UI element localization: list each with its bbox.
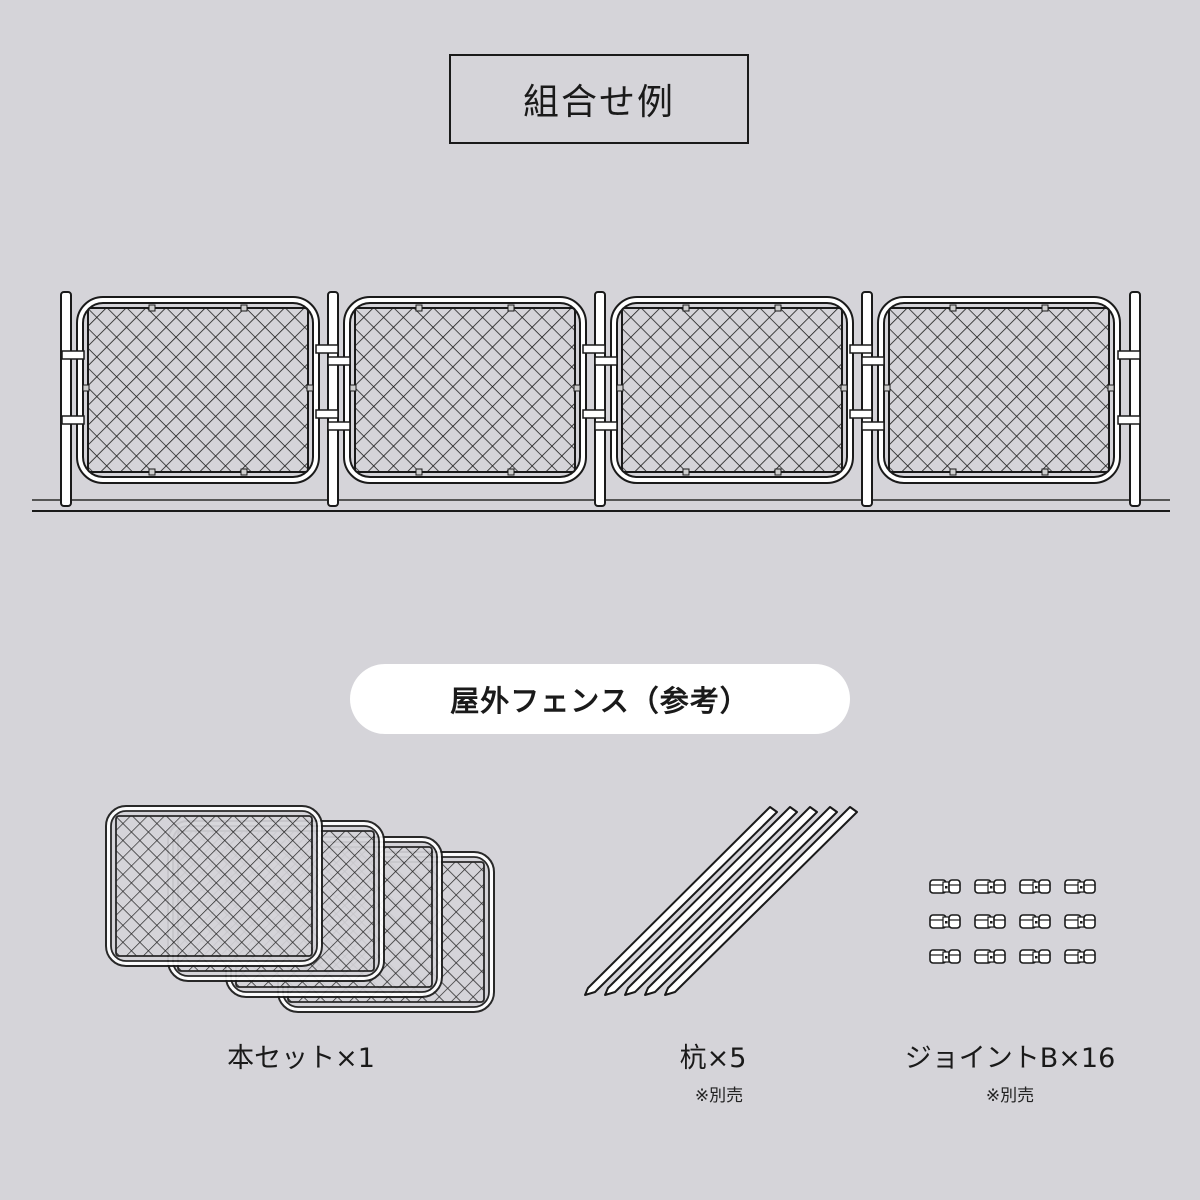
joint-b-label: ジョイントB×16 bbox=[904, 1043, 1116, 1074]
main-set-label: 本セット×1 bbox=[227, 1043, 375, 1074]
page-title-box: 組合せ例 bbox=[449, 54, 749, 144]
stakes-icon bbox=[584, 806, 858, 996]
section-pill-label: 屋外フェンス（参考） bbox=[450, 684, 750, 718]
main-set-panels-icon bbox=[105, 805, 495, 1013]
fence-combination-illustration bbox=[32, 291, 1170, 512]
stakes-label: 杭×5 bbox=[679, 1043, 747, 1074]
stakes-note: ※別売 bbox=[694, 1086, 744, 1106]
joint-b-icon-grid bbox=[929, 879, 1096, 964]
section-pill: 屋外フェンス（参考） bbox=[350, 664, 850, 734]
joint-b-note: ※別売 bbox=[985, 1086, 1035, 1106]
page-title: 組合せ例 bbox=[522, 82, 675, 123]
